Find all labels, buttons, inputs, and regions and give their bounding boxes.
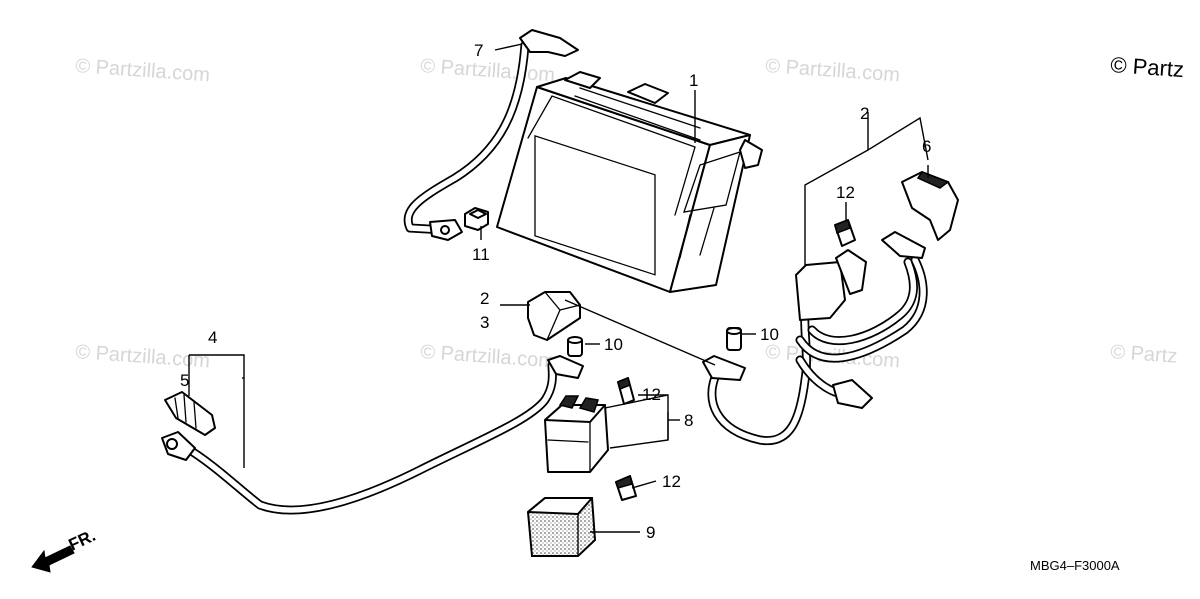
copyright-notice: © Partz (1110, 52, 1185, 82)
fuse-12-relay (617, 376, 635, 405)
callout-8: 8 (684, 411, 693, 430)
starter-relay (544, 395, 609, 473)
watermark: © Partzilla.com (75, 55, 211, 86)
callout-5: 5 (180, 371, 189, 390)
leader-lines (188, 43, 929, 533)
watermark: © Partz (1110, 341, 1178, 368)
watermark: © Partzilla.com (420, 55, 556, 86)
watermark: © Partzilla.com (765, 55, 901, 86)
watermark: © Partzilla.com (75, 341, 211, 372)
bolt-10-right (726, 327, 742, 351)
callout-6: 6 (922, 137, 931, 156)
callout-3: 3 (480, 313, 489, 332)
bolt-11 (464, 207, 489, 231)
callout-1: 1 (689, 71, 698, 90)
callout-12: 12 (662, 472, 681, 491)
bolt-10-left (567, 336, 583, 357)
callouts: 1 2 2 3 4 5 6 7 8 9 10 10 11 12 12 12 (180, 41, 931, 542)
fuse-holder-harness (702, 231, 928, 446)
front-direction-arrow: FR. (31, 526, 99, 573)
callout-11: 11 (472, 245, 490, 264)
callout-10: 10 (604, 335, 623, 354)
battery-cable-positive (161, 355, 584, 515)
fuse-12-upper (834, 218, 856, 247)
callout-2: 2 (480, 289, 489, 308)
callout-12: 12 (642, 385, 661, 404)
relay-cover-9 (526, 497, 597, 557)
battery-cable-negative (403, 29, 579, 241)
battery (496, 71, 763, 293)
callout-7: 7 (474, 41, 483, 60)
callout-9: 9 (646, 523, 655, 542)
callout-2: 2 (860, 104, 869, 123)
callout-10: 10 (760, 325, 779, 344)
fuse-12-lower (615, 474, 637, 501)
terminal-boot-5 (164, 391, 216, 436)
cover-2-3 (527, 291, 581, 341)
diagram-code: MBG4–F3000A (1030, 558, 1120, 573)
callout-12: 12 (836, 183, 855, 202)
terminal-cap-6 (901, 171, 959, 241)
callout-4: 4 (208, 328, 217, 347)
watermark: © Partzilla.com (420, 341, 556, 372)
